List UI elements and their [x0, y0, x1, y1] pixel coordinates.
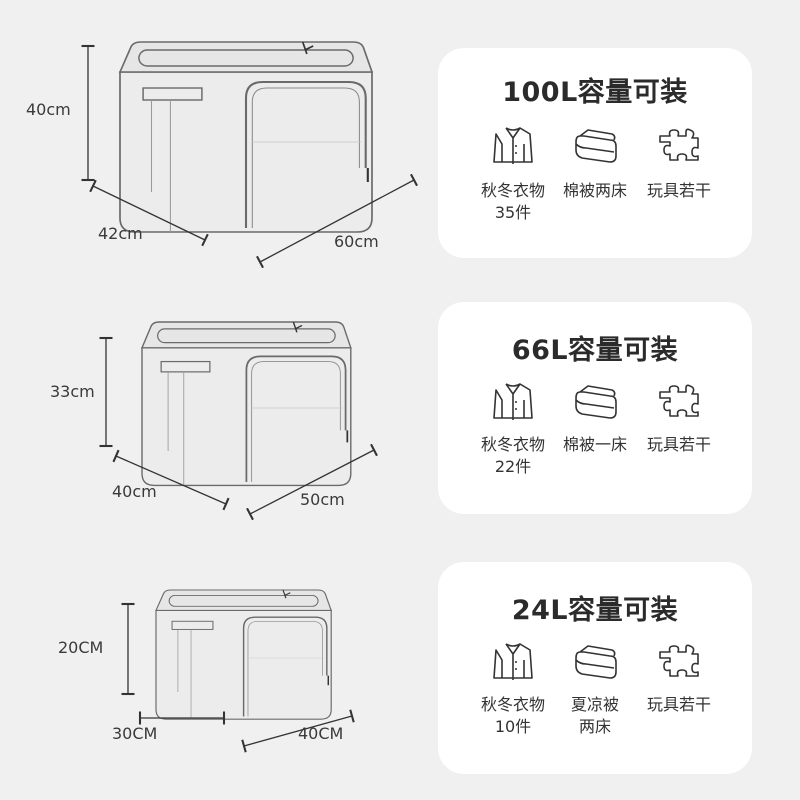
capacity-card-100l: 100L容量可装 秋冬衣物 35件 棉被两床 玩具若干 [438, 48, 752, 258]
item-caption-quilt: 棉被一床 [562, 435, 627, 454]
height-label-66l: 33cm [50, 382, 95, 401]
item-caption-toys: 玩具若干 [646, 695, 711, 714]
height-label-100l: 40cm [26, 100, 71, 119]
width-label-24l: 40CM [298, 724, 344, 743]
folded-quilt-icon [572, 122, 618, 168]
depth-label-66l: 40cm [112, 482, 157, 501]
depth-label-24l: 30CM [112, 724, 158, 743]
item-caption-clothes: 秋冬衣物 22件 [480, 435, 545, 476]
item-caption-toys: 玩具若干 [646, 435, 711, 454]
puzzle-icon [656, 122, 702, 168]
capacity-title: 24L容量可装 [511, 595, 679, 626]
item-caption-toys: 玩具若干 [646, 181, 711, 200]
width-label-100l: 60cm [334, 232, 379, 251]
box-66l [99, 321, 378, 521]
folded-quilt-icon [572, 638, 618, 684]
box-100l [81, 40, 418, 269]
height-label-24l: 20CM [58, 638, 104, 657]
width-label-66l: 50cm [300, 490, 345, 509]
puzzle-icon [656, 378, 702, 424]
depth-label-100l: 42cm [98, 224, 143, 243]
folded-quilt-icon [572, 378, 618, 424]
box-24l [121, 589, 355, 753]
capacity-card-24l: 24L容量可装 秋冬衣物 10件 夏凉被 两床 玩具若干 [438, 562, 752, 774]
item-caption-quilt: 夏凉被 两床 [570, 695, 619, 736]
capacity-card-66l: 66L容量可装 秋冬衣物 22件 棉被一床 玩具若干 [438, 302, 752, 514]
jacket-icon [490, 378, 536, 424]
jacket-icon [490, 122, 536, 168]
capacity-title: 66L容量可装 [511, 335, 679, 366]
puzzle-icon [656, 638, 702, 684]
capacity-title: 100L容量可装 [502, 77, 688, 108]
jacket-icon [490, 638, 536, 684]
item-caption-clothes: 秋冬衣物 10件 [480, 695, 545, 736]
item-caption-quilt: 棉被两床 [562, 181, 627, 200]
item-caption-clothes: 秋冬衣物 35件 [480, 181, 545, 222]
